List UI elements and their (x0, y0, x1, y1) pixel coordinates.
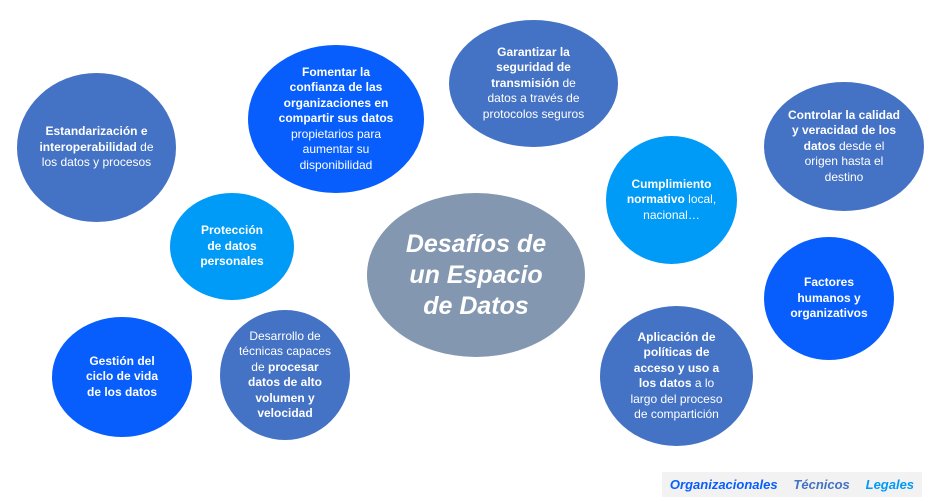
bubble-controlar-calidad: Controlar la calidad y veracidad de los … (764, 82, 924, 211)
bubble-text: propietarios para aumentar su disponibil… (290, 126, 382, 172)
bubble-proteccion-datos: Protección de datos personales (170, 193, 294, 300)
bubble-bold-text: Estandarización e interoperabilidad (39, 124, 148, 154)
bubble-text: local, nacional… (643, 192, 717, 222)
bubble-aplicacion-politicas: Aplicación de políticas de acceso y uso … (600, 306, 753, 446)
bubble-text: de datos a través de protocolos seguros (482, 75, 585, 121)
bubble-bold-text: Factores humanos y organizativos (790, 275, 868, 321)
legend-legales: Legales (865, 477, 915, 492)
bubble-gestion-ciclo-vida: Gestión del ciclo de vida de los datos (52, 317, 192, 437)
bubble-text: de los datos y procesos (41, 139, 154, 170)
bubble-fomentar-confianza: Fomentar la confianza de las organizacio… (248, 45, 424, 193)
bubble-garantizar-seguridad: Garantizar la seguridad de transmisión d… (449, 20, 618, 147)
bubble-bold-text: Garantizar la seguridad de transmisión (491, 44, 571, 90)
legend-organizacionales: Organizacionales (669, 477, 778, 492)
bubble-text: a lo largo del proceso de compartición (630, 376, 723, 421)
center-title-bubble: Desafíos de un Espacio de Datos (367, 193, 585, 357)
bubble-text: Desarrollo de técnicas capaces de (238, 328, 332, 374)
diagram-title: Desafíos de un Espacio de Datos (405, 229, 547, 320)
bubble-bold-text: Protección de datos personales (200, 223, 264, 269)
bubble-bold-text: Controlar la calidad y veracidad de los … (787, 107, 901, 153)
category-legend: Organizacionales Técnicos Legales (662, 472, 922, 497)
bubble-estandarizacion: Estandarización e interoperabilidad de l… (17, 73, 176, 222)
bubble-bold-text: procesar datos de alto volumen y velocid… (247, 359, 322, 421)
bubble-bold-text: Gestión del ciclo de vida de los datos (85, 353, 159, 399)
bubble-cumplimiento-normativo: Cumplimiento normativo local, nacional… (606, 136, 737, 264)
bubble-bold-text: Cumplimiento normativo (626, 176, 712, 207)
bubble-text: desde el origen hasta el destino (804, 138, 885, 184)
bubble-desarrollo-tecnicas: Desarrollo de técnicas capaces de proces… (220, 310, 350, 440)
legend-tecnicos: Técnicos (793, 477, 850, 492)
bubble-bold-text: Aplicación de políticas de acceso y uso … (633, 329, 720, 391)
bubble-factores-humanos: Factores humanos y organizativos (764, 237, 894, 360)
bubble-bold-text: Fomentar la confianza de las organizacio… (278, 64, 394, 126)
